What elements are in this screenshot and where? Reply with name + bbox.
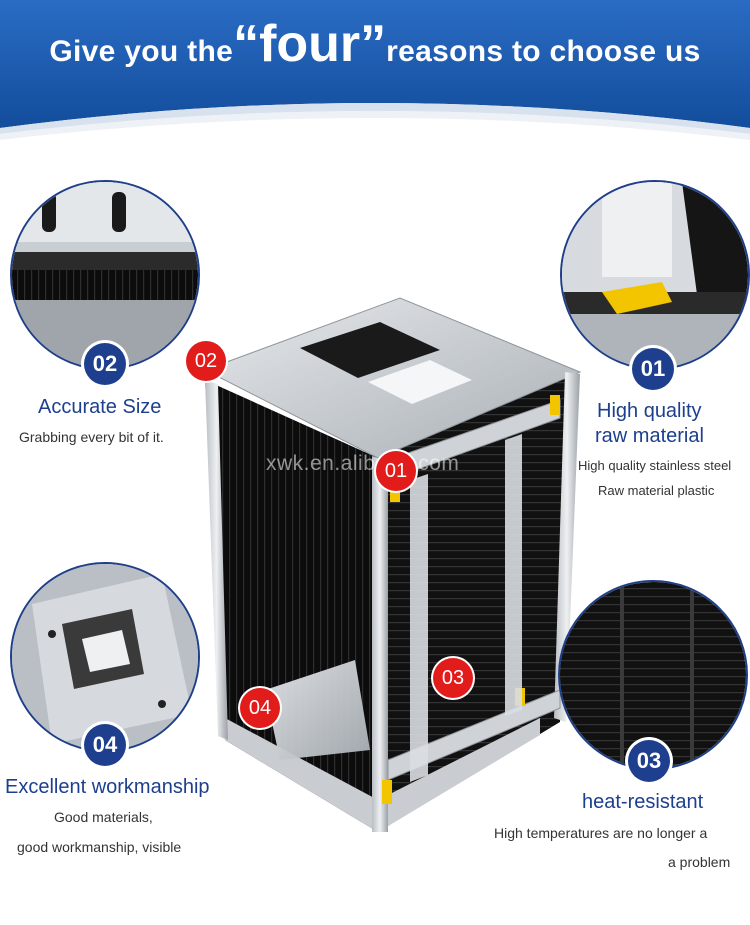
feature-04-desc-line2: good workmanship, visible [17,839,182,855]
detail-circle-accurate-size [10,180,200,370]
feature-04-title: Excellent workmanship [5,776,210,798]
detail-circle-workmanship [10,562,200,752]
marker-02: 02 [186,341,226,381]
headline-part1: Give you the [49,35,234,68]
feature-badge-01: 01 [632,348,674,390]
headline-part2: reasons to choose us [386,35,701,68]
detail-circle-heat-resistant [558,580,748,770]
feature-03-desc-line1: High temperatures are no longer a [494,825,708,841]
feature-02-title: Accurate Size [38,396,162,418]
header-banner: Give you the“four”reasons to choose us [0,0,750,140]
feature-01-desc-line2: Raw material plastic [598,483,715,498]
headline: Give you the“four”reasons to choose us [0,14,750,74]
marker-04: 04 [240,688,280,728]
marker-01: 01 [376,451,416,491]
marker-03: 03 [433,658,473,698]
feature-badge-02: 02 [84,343,126,385]
watermark-text: xwk.en.alibaba.com [266,452,460,475]
feature-01-desc-line1: High quality stainless steel [578,458,732,473]
headline-close-quote: ” [360,15,387,73]
feature-01-title-line1: High quality [597,400,702,422]
feature-badge-03: 03 [628,740,670,782]
feature-01-title-line2: raw material [595,425,704,447]
feature-02-desc: Grabbing every bit of it. [19,429,164,445]
headline-emphasis: four [259,15,361,73]
feature-badge-04: 04 [84,724,126,766]
feature-04-desc-line1: Good materials, [54,809,153,825]
headline-open-quote: “ [233,15,260,73]
feature-03-title: heat-resistant [582,791,704,813]
detail-circle-raw-material [560,180,750,370]
feature-03-desc-line2: a problem [668,854,731,870]
